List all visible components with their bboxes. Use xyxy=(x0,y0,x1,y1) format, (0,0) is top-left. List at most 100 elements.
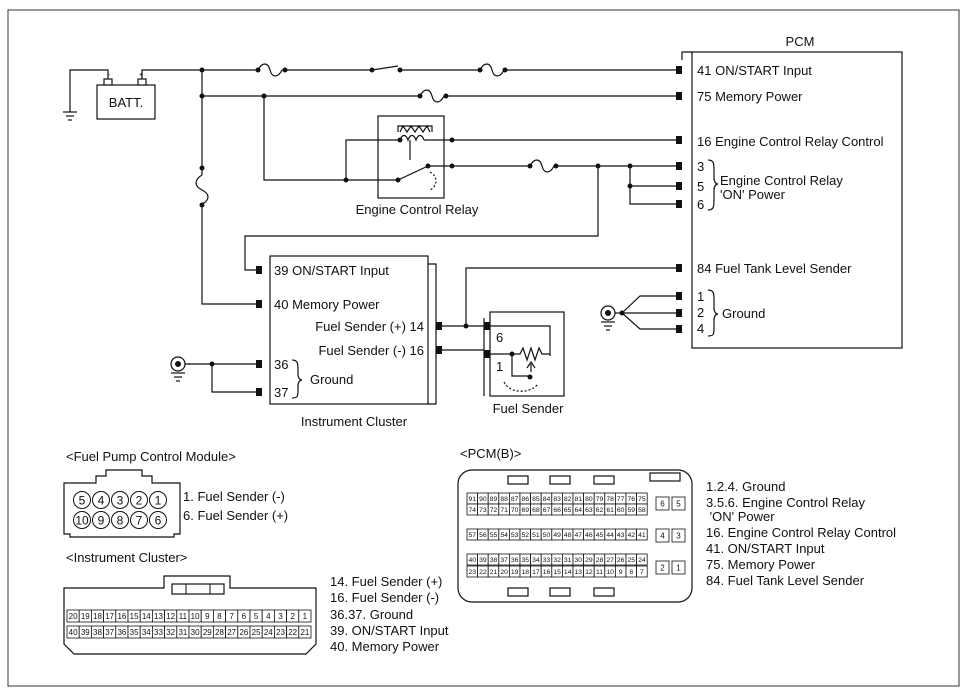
connector-pin: 1 xyxy=(671,560,686,575)
svg-text:5: 5 xyxy=(254,612,259,621)
connector-pin: 17 xyxy=(530,565,542,578)
svg-text:20: 20 xyxy=(500,569,508,576)
svg-text:36: 36 xyxy=(511,557,519,564)
connector-pin: 6 xyxy=(237,609,251,623)
connector-pin: 53 xyxy=(508,528,521,541)
connector-pin: 1 xyxy=(149,491,167,509)
pcm-ground-icon xyxy=(600,305,622,331)
connector-pin: 89 xyxy=(487,492,500,505)
svg-text:91: 91 xyxy=(469,496,477,503)
svg-text:13: 13 xyxy=(575,569,583,576)
connector-pin: 91 xyxy=(466,492,479,505)
svg-text:39 ON/START Input: 39 ON/START Input xyxy=(274,263,389,278)
connector-pin: 50 xyxy=(540,528,553,541)
svg-text:35: 35 xyxy=(522,557,530,564)
svg-text:55: 55 xyxy=(490,532,498,539)
connector-pin: 5 xyxy=(671,496,686,511)
svg-text:67: 67 xyxy=(543,507,551,514)
pcmb-legend-ground: 1.2.4. Ground xyxy=(706,479,786,494)
connector-pin: 17 xyxy=(103,609,117,623)
connector-pin: 22 xyxy=(286,625,300,639)
cluster-legend-40: 40. Memory Power xyxy=(330,639,440,654)
connector-pin: 65 xyxy=(562,503,574,516)
connector-pin: 3 xyxy=(671,528,686,543)
svg-text:16: 16 xyxy=(117,612,126,621)
connector-pin: 15 xyxy=(127,609,141,623)
svg-text:86: 86 xyxy=(522,496,530,503)
svg-text:11: 11 xyxy=(596,569,603,576)
connector-pin: 19 xyxy=(78,609,92,623)
svg-text:49: 49 xyxy=(553,532,561,539)
connector-pin: 71 xyxy=(498,503,510,516)
svg-text:71: 71 xyxy=(500,507,508,514)
svg-text:18: 18 xyxy=(93,612,102,621)
connector-pin: 4 xyxy=(92,491,110,509)
connector-pin: 33 xyxy=(540,553,553,566)
connector-pin: 10 xyxy=(73,511,91,529)
connector-pin: 14 xyxy=(139,609,153,623)
connector-pin: 28 xyxy=(593,553,606,566)
svg-text:32: 32 xyxy=(166,628,175,637)
pcmb-legend-84: 84. Fuel Tank Level Sender xyxy=(706,573,865,588)
svg-text:37: 37 xyxy=(105,628,114,637)
svg-text:61: 61 xyxy=(606,507,614,514)
svg-text:90: 90 xyxy=(479,496,487,503)
connector-pin: 22 xyxy=(477,565,489,578)
pcm-brace-ground xyxy=(707,289,719,337)
connector-pin: 58 xyxy=(636,503,648,516)
svg-text:19: 19 xyxy=(81,612,90,621)
connector-pin: 2 xyxy=(286,609,300,623)
pcmb-connector-title: <PCM(B)> xyxy=(460,446,521,461)
connector-pin: 6 xyxy=(655,496,670,511)
connector-pin: 37 xyxy=(498,553,510,566)
pcm-relay-power-label-2: 'ON' Power xyxy=(720,187,786,202)
svg-text:23: 23 xyxy=(469,569,477,576)
pcmb-legend-75: 75. Memory Power xyxy=(706,557,816,572)
connector-pin: 81 xyxy=(572,492,585,505)
svg-text:6: 6 xyxy=(242,612,247,621)
connector-pin: 45 xyxy=(593,528,606,541)
fpcm-legend-1: 1. Fuel Sender (-) xyxy=(183,489,285,504)
svg-text:42: 42 xyxy=(628,532,636,539)
svg-text:2: 2 xyxy=(136,494,143,508)
svg-text:16: 16 xyxy=(543,569,551,576)
cluster-label: Instrument Cluster xyxy=(301,414,408,429)
connector-pin: 40 xyxy=(66,625,80,639)
svg-text:62: 62 xyxy=(596,507,604,514)
svg-text:9: 9 xyxy=(98,514,105,528)
connector-pin: 41 xyxy=(636,528,648,541)
svg-text:78: 78 xyxy=(606,496,614,503)
connector-pin: 24 xyxy=(261,625,275,639)
fuse-icon xyxy=(257,63,283,77)
pcm-pin-75: 75 Memory Power xyxy=(676,89,803,104)
connector-pin: 13 xyxy=(151,609,165,623)
connector-pin: 23 xyxy=(466,565,479,578)
connector-pin: 43 xyxy=(615,528,627,541)
pcm-title: PCM xyxy=(786,34,815,49)
svg-text:1: 1 xyxy=(155,494,162,508)
connector-pin: 24 xyxy=(636,553,648,566)
pcmb-legend-relay-2: 'ON' Power xyxy=(706,509,775,524)
pcm-relay-power-label: Engine Control Relay xyxy=(720,173,843,188)
svg-text:4: 4 xyxy=(660,531,665,540)
svg-text:7: 7 xyxy=(229,612,234,621)
cluster-legend-16: 16. Fuel Sender (-) xyxy=(330,590,439,605)
svg-text:Fuel Sender (+) 14: Fuel Sender (+) 14 xyxy=(315,319,424,334)
connector-pin: 90 xyxy=(477,492,489,505)
connector-pin: 87 xyxy=(508,492,521,505)
svg-text:88: 88 xyxy=(500,496,508,503)
svg-text:52: 52 xyxy=(522,532,530,539)
svg-text:7: 7 xyxy=(640,569,644,576)
connector-pin: 35 xyxy=(127,625,141,639)
pcmb-legend-41: 41. ON/START Input xyxy=(706,541,825,556)
svg-text:25: 25 xyxy=(252,628,261,637)
cluster-ground-icon xyxy=(170,356,190,382)
connector-pin: 39 xyxy=(78,625,92,639)
connector-pin: 9 xyxy=(92,511,110,529)
svg-text:69: 69 xyxy=(522,507,530,514)
svg-text:17: 17 xyxy=(532,569,540,576)
connector-pin: 30 xyxy=(572,553,585,566)
cluster-pin-36: 36 xyxy=(256,357,288,372)
svg-text:8: 8 xyxy=(629,569,633,576)
